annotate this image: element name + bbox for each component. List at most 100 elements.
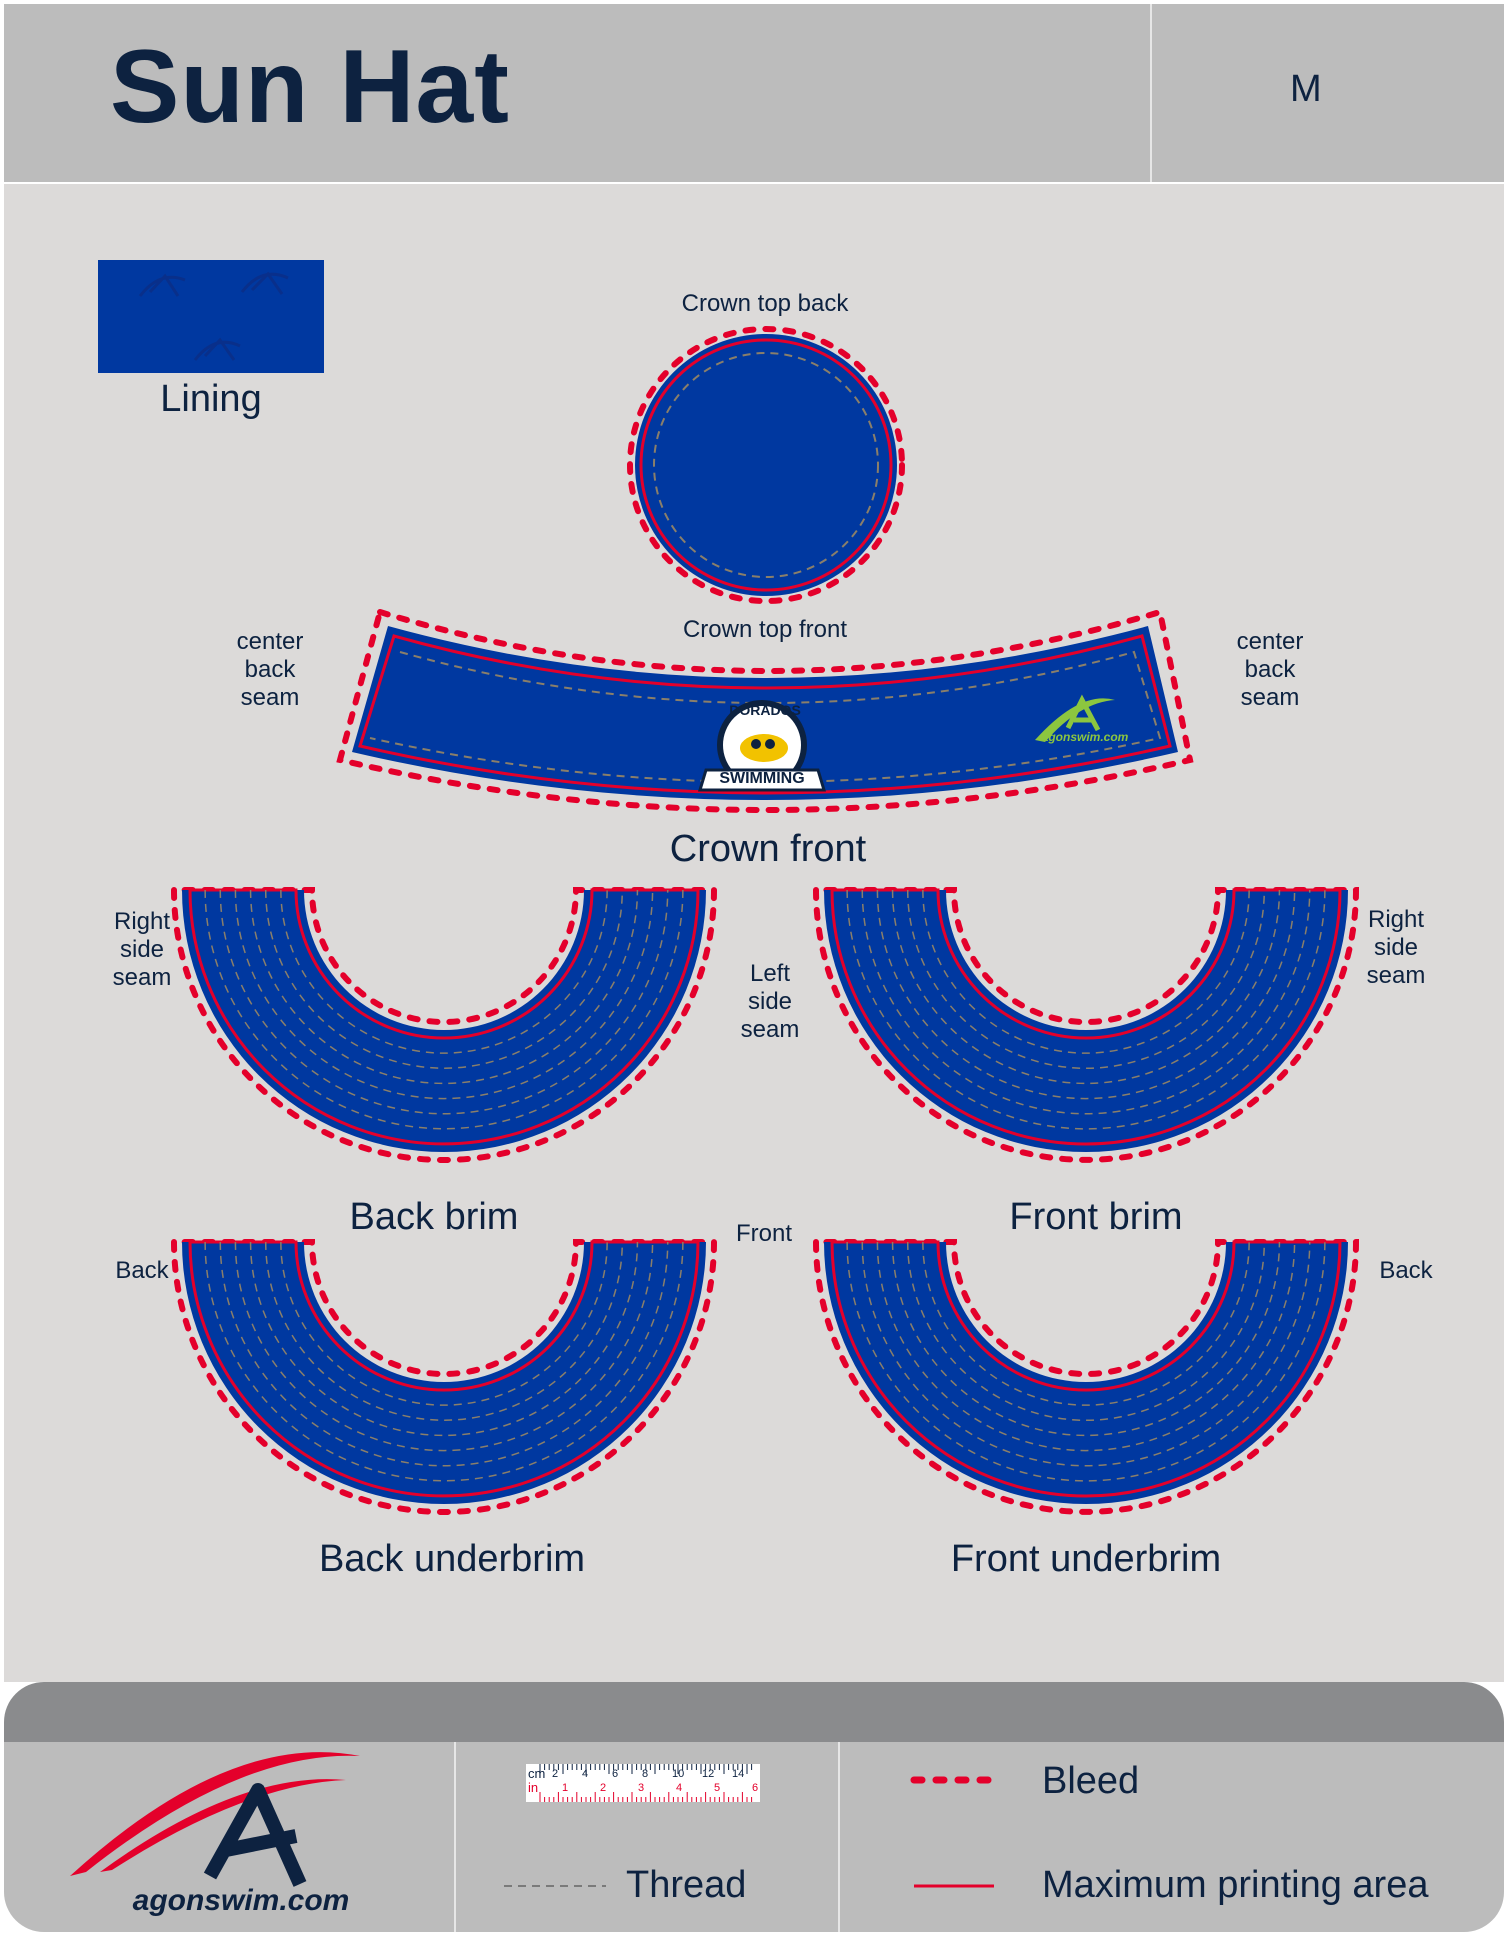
bleed-outline — [170, 887, 718, 1163]
thread-line — [234, 889, 654, 1100]
brand-logo-small — [1035, 694, 1115, 742]
thread-line — [280, 1241, 608, 1406]
seam-word: center — [1236, 628, 1304, 655]
front-brim-piece — [812, 887, 1360, 1163]
right-side-seam-right: Right side seam — [1346, 906, 1446, 990]
thread-line — [264, 1241, 624, 1421]
thread-line — [876, 1241, 1296, 1451]
back-seam-left: Back — [115, 1257, 169, 1284]
front-underbrim-piece — [812, 1239, 1360, 1515]
center-back-seam-left: center back seam — [210, 628, 330, 712]
ruler-in-label: 1 — [562, 1782, 569, 1794]
lining-swatch — [98, 260, 324, 373]
team-name-top: DORADOS — [729, 702, 801, 718]
seam-word: seam — [740, 1016, 800, 1043]
bleed-outline — [812, 887, 1360, 1163]
back-underbrim-label: Back underbrim — [318, 1538, 586, 1580]
legend-print-area: Maximum printing area — [1042, 1864, 1429, 1906]
center-back-seam-right: center back seam — [1210, 628, 1330, 712]
legend-bleed: Bleed — [1042, 1760, 1140, 1802]
seam-word: seam — [1240, 684, 1300, 711]
team-name-bottom: SWIMMING — [719, 770, 805, 787]
print-area-outline — [830, 1240, 1342, 1498]
bleed-outline — [170, 1239, 718, 1515]
crown-top-back-piece — [627, 326, 905, 604]
thread-line — [204, 1241, 684, 1482]
crown-top-back-label: Crown top back — [681, 290, 849, 317]
footer-band — [4, 1682, 1504, 1744]
seam-word: Right — [113, 908, 171, 935]
ruler-cm-label: 12 — [702, 1768, 715, 1780]
print-area-outline — [188, 888, 700, 1146]
thread-line — [280, 889, 608, 1054]
seam-word: back — [1244, 656, 1296, 683]
ruler-cm-label: 4 — [582, 1768, 589, 1780]
seam-word: Right — [1367, 906, 1425, 933]
footer-divider — [838, 1742, 840, 1932]
seam-word: center — [236, 628, 304, 655]
ruler-in-label: 5 — [714, 1782, 721, 1794]
thread-line — [219, 889, 669, 1115]
brim-pieces — [170, 887, 1360, 1515]
thread-line — [922, 889, 1250, 1054]
thread-line — [846, 1241, 1326, 1482]
right-side-seam-left: Right side seam — [92, 908, 192, 992]
print-area-outline — [188, 1240, 700, 1498]
thread-line — [906, 889, 1266, 1069]
seam-word: side — [747, 988, 793, 1015]
seam-word: seam — [240, 684, 300, 711]
front-brim-label: Front brim — [1009, 1196, 1183, 1238]
thread-line — [876, 889, 1296, 1099]
ruler-cm-label: 2 — [552, 1768, 559, 1780]
fabric-shape — [824, 890, 1348, 1152]
bleed-outline — [812, 1239, 1360, 1515]
seam-word: Left — [749, 960, 791, 987]
crown-front-label: Crown front — [669, 828, 867, 870]
seam-word: seam — [1366, 962, 1426, 989]
seam-word: back — [244, 656, 296, 683]
ruler-in-label: 2 — [600, 1782, 607, 1794]
back-brim-label: Back brim — [349, 1196, 519, 1238]
thread-line — [922, 1241, 1250, 1406]
ruler-cm-label: 6 — [612, 1768, 619, 1780]
back-brim-piece — [170, 887, 718, 1163]
lining-label: Lining — [160, 378, 262, 420]
fabric-shape — [182, 890, 706, 1152]
ruler-unit-in: in — [528, 1780, 539, 1795]
back-underbrim-piece — [170, 1239, 718, 1515]
fabric-shape — [182, 1242, 706, 1504]
footer-divider — [454, 1742, 456, 1932]
legend-thread: Thread — [626, 1864, 747, 1906]
seam-word: side — [119, 936, 165, 963]
brand-text-small: agonswim.com — [1041, 730, 1129, 744]
front-underbrim-label: Front underbrim — [950, 1538, 1222, 1580]
team-logo — [697, 700, 827, 792]
ruler-in-label: 3 — [638, 1782, 645, 1794]
footer-brand: agonswim.com — [132, 1884, 350, 1917]
ruler-in-label: 4 — [676, 1782, 683, 1794]
thread-line — [906, 1241, 1266, 1421]
seam-word: seam — [112, 964, 172, 991]
ruler-in-label: 6 — [752, 1782, 759, 1794]
thread-line — [204, 889, 684, 1130]
front-seam-center: Front — [735, 1220, 792, 1247]
thread-line — [846, 889, 1326, 1130]
header-divider — [1150, 4, 1152, 182]
size-label: M — [1290, 68, 1322, 110]
left-side-seam: Left side seam — [720, 960, 820, 1044]
ruler-cm-label: 8 — [642, 1768, 649, 1780]
fabric-shape — [824, 1242, 1348, 1504]
crown-top-front-label: Crown top front — [682, 616, 848, 643]
back-seam-right: Back — [1379, 1257, 1433, 1284]
ruler-cm-label: 10 — [672, 1768, 685, 1780]
thread-line — [234, 1241, 654, 1452]
thread-line — [264, 889, 624, 1069]
print-area-outline — [830, 888, 1342, 1146]
thread-line — [219, 1241, 669, 1467]
header-bar — [4, 4, 1504, 182]
page-title: Sun Hat — [110, 29, 510, 145]
seam-word: side — [1373, 934, 1419, 961]
ruler-cm-label: 14 — [732, 1768, 745, 1780]
ruler-unit-cm: cm — [528, 1766, 546, 1781]
